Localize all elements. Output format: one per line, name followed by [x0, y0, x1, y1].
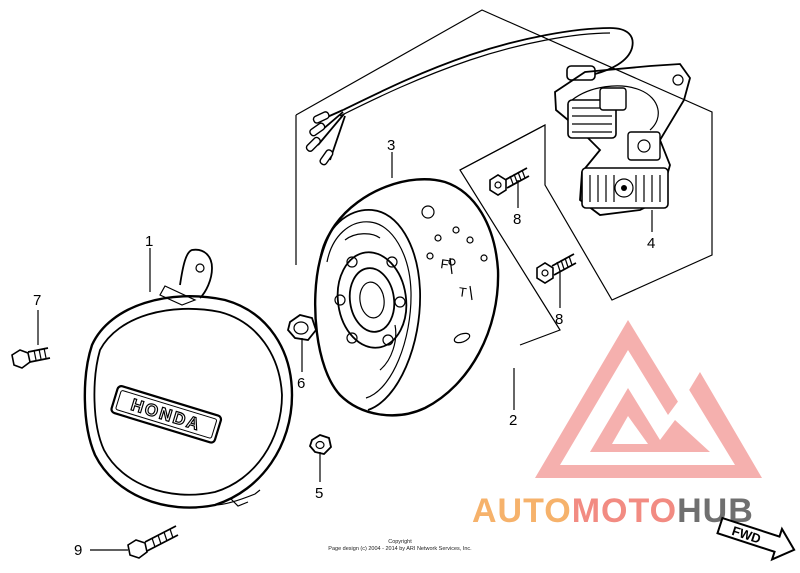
callout-5: 5	[315, 485, 323, 502]
bolt-8-upper	[489, 167, 530, 196]
leader-lines	[37, 152, 653, 551]
bolt-9	[127, 525, 179, 559]
watermark-logo	[535, 320, 762, 478]
watermark-part-moto: MOTO	[572, 492, 677, 530]
callout-1: 1	[145, 233, 153, 250]
callout-6: 6	[297, 375, 305, 392]
honda-emblem: HONDA	[110, 385, 223, 444]
copyright-line-1: Copyright	[388, 539, 412, 545]
stator	[554, 63, 691, 216]
callout-8a: 8	[513, 211, 521, 228]
callout-9: 9	[74, 542, 82, 559]
callout-3: 3	[387, 137, 395, 154]
nut-5	[308, 434, 332, 455]
bolt-8-lower	[536, 253, 577, 284]
washer-nut-6	[287, 314, 318, 341]
wire-connectors	[305, 109, 346, 166]
bolt-7	[11, 347, 51, 369]
forward-direction-arrow: FWD	[716, 516, 796, 562]
copyright-notice: Copyright Page design (c) 2004 - 2014 by…	[328, 539, 472, 552]
watermark-part-auto: AUTO	[472, 492, 572, 530]
watermark-text: AUTOMOTOHUB	[472, 492, 754, 530]
callout-8b: 8	[555, 311, 563, 328]
svg-text:AUTOMOTOHUB: AUTOMOTOHUB	[472, 492, 754, 530]
callout-2: 2	[509, 412, 517, 429]
flywheel-rotor: F T	[313, 178, 500, 417]
callout-4: 4	[647, 235, 655, 252]
callout-7: 7	[33, 292, 41, 309]
rotor-mark-t: T	[458, 284, 468, 300]
callouts: 1 2 3 4 5 6 7 8 8 9	[33, 137, 655, 559]
assembly-outline	[295, 9, 713, 346]
wire-harness	[305, 27, 634, 166]
copyright-line-2: Page design (c) 2004 - 2014 by ARI Netwo…	[328, 546, 472, 552]
side-cover: HONDA	[83, 248, 294, 509]
rotor-mark-f: F	[440, 256, 450, 272]
